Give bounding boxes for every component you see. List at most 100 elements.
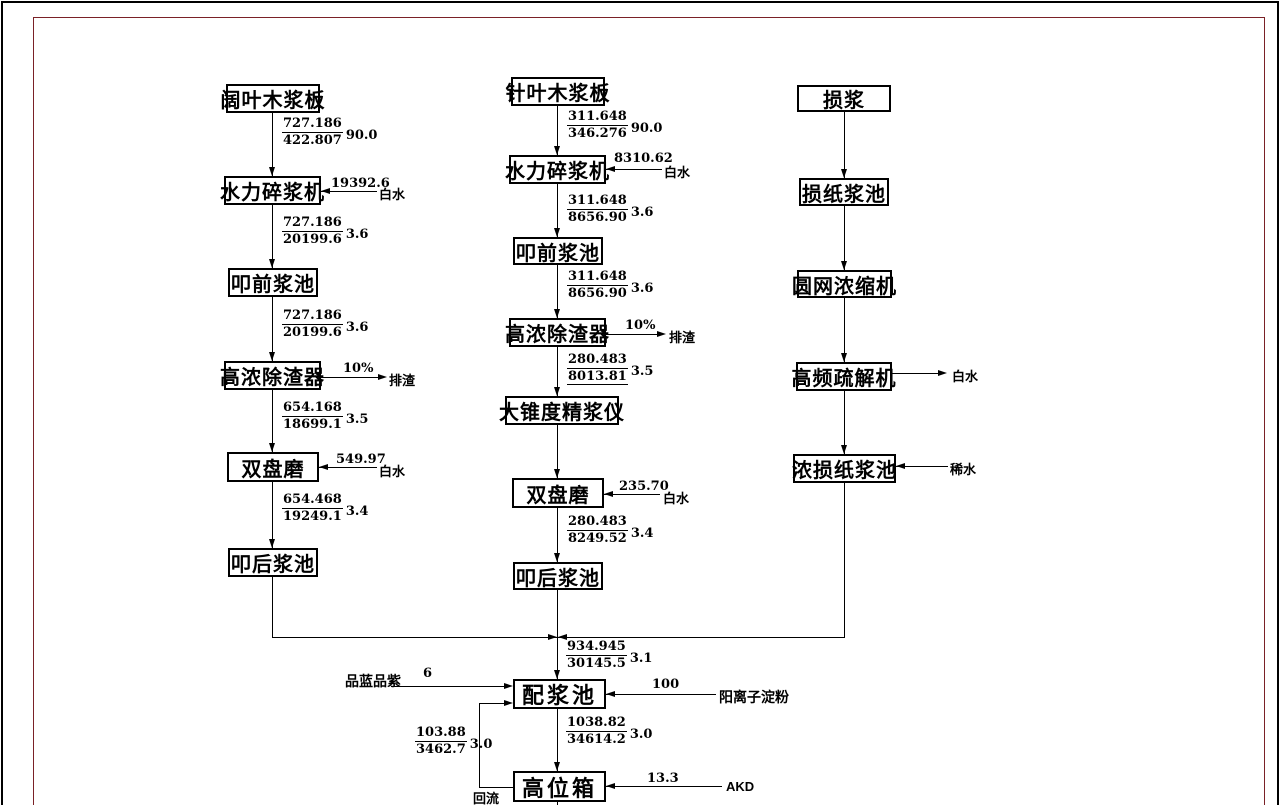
flow-line	[272, 297, 274, 361]
arrowhead-down-icon	[841, 261, 847, 270]
arrowhead-down-icon	[269, 259, 275, 268]
flow-consistency: 3.6	[345, 319, 369, 335]
arrowhead-down-icon	[269, 443, 275, 452]
arrowhead-down-icon	[554, 553, 560, 562]
box-broke-chest: 损纸浆池	[799, 178, 889, 206]
box-label: 圆网浓缩机	[792, 275, 897, 298]
flow-line	[557, 590, 559, 679]
stream-value: 100	[652, 677, 680, 692]
box-post-beating-chest-left: 叩后浆池	[228, 548, 318, 577]
arrowhead-down-icon	[841, 445, 847, 454]
box-broadleaf-pulp-board: 阔叶木浆板	[221, 84, 325, 113]
flow-line	[557, 801, 559, 805]
arrowhead-down-icon	[554, 762, 560, 771]
flow-water: 8656.90	[568, 210, 627, 226]
box-hc-cleaner-middle: 高浓除渣器	[505, 318, 609, 347]
stream-value: 6	[423, 666, 433, 681]
flow-line	[844, 112, 846, 178]
flow-line	[844, 206, 846, 270]
arrowhead-down-icon	[554, 146, 560, 155]
flow-line	[844, 483, 846, 638]
box-label: 高浓除渣器	[505, 324, 610, 346]
flow-consistency: 3.0	[629, 726, 653, 742]
whitewater-label: 白水	[663, 491, 690, 506]
flow-consistency: 3.6	[630, 204, 654, 220]
flow-line	[896, 466, 948, 468]
dye-label: 品蓝品紫	[345, 673, 401, 689]
flow-mass: 103.88	[415, 725, 467, 743]
flow-line	[272, 482, 274, 548]
flow-line	[321, 191, 377, 193]
flow-line	[391, 686, 505, 688]
flow-line	[557, 709, 559, 771]
flow-consistency: 90.0	[345, 127, 378, 143]
flow-line	[557, 425, 559, 478]
arrowhead-left-icon	[606, 691, 615, 697]
flow-water: 20199.6	[283, 232, 342, 248]
arrowhead-down-icon	[269, 167, 275, 176]
box-head-tank: 高位箱	[513, 771, 606, 802]
stream-value: 549.97	[336, 452, 386, 467]
box-broke: 损浆	[797, 85, 891, 112]
flow-water: 20199.6	[283, 325, 342, 341]
flow-mass: 280.483	[567, 514, 628, 532]
arrowhead-left-icon	[319, 464, 328, 470]
flow-line	[272, 390, 274, 452]
stream-value: 8310.62	[614, 151, 673, 166]
flow-line	[606, 786, 722, 788]
box-label: 叩前浆池	[231, 274, 315, 296]
flow-consistency: 3.5	[345, 411, 369, 427]
box-label: 叩前浆池	[516, 242, 600, 265]
box-label: 配浆池	[521, 683, 597, 708]
arrowhead-left-icon	[606, 166, 615, 172]
flow-mass: 311.648	[567, 193, 628, 211]
box-cylinder-thickener: 圆网浓缩机	[792, 270, 896, 298]
arrowhead-right-icon	[378, 374, 387, 380]
arrowhead-left-icon	[606, 783, 615, 789]
flow-mass: 727.186	[282, 215, 343, 233]
flow-mass: 1038.82	[566, 715, 627, 733]
flow-line	[272, 113, 274, 176]
flow-mass: 934.945	[566, 639, 627, 657]
box-label: 针叶木浆板	[505, 83, 611, 105]
flow-line	[844, 298, 846, 362]
arrowhead-down-icon	[554, 228, 560, 237]
flow-line	[892, 373, 940, 375]
recycle-line	[479, 703, 481, 788]
box-label: 损浆	[823, 90, 865, 112]
flow-mass: 311.648	[567, 109, 628, 127]
box-label: 损纸浆池	[802, 183, 886, 206]
box-double-disc-refiner-middle: 双盘磨	[512, 478, 604, 508]
cationic-starch-label: 阳离子淀粉	[719, 689, 789, 705]
flow-line	[557, 508, 559, 562]
box-label: 叩后浆池	[516, 567, 600, 590]
flow-line	[321, 377, 379, 379]
arrowhead-right-icon	[504, 683, 513, 689]
stream-value: 10%	[625, 318, 656, 333]
flow-line	[272, 577, 274, 638]
box-label: 双盘磨	[241, 458, 305, 481]
arrowhead-left-icon	[896, 463, 905, 469]
box-label: 高频疏解机	[791, 368, 897, 390]
flow-line	[557, 265, 559, 318]
reject-label: 排渣	[389, 373, 416, 388]
flow-mass: 727.186	[282, 308, 343, 326]
stream-value: 10%	[343, 361, 374, 376]
flow-line	[557, 184, 559, 237]
whitewater-label: 白水	[379, 187, 406, 202]
box-label: 阔叶木浆板	[220, 90, 326, 112]
flow-consistency: 3.4	[345, 503, 369, 519]
flow-water: 346.276	[568, 126, 627, 142]
arrowhead-left-icon	[604, 491, 613, 497]
box-hydrapulper-left: 水力碎浆机	[220, 176, 324, 205]
box-label: 高浓除渣器	[220, 367, 325, 389]
box-double-disc-refiner-left: 双盘磨	[227, 452, 319, 482]
box-label: 高位箱	[521, 775, 597, 801]
